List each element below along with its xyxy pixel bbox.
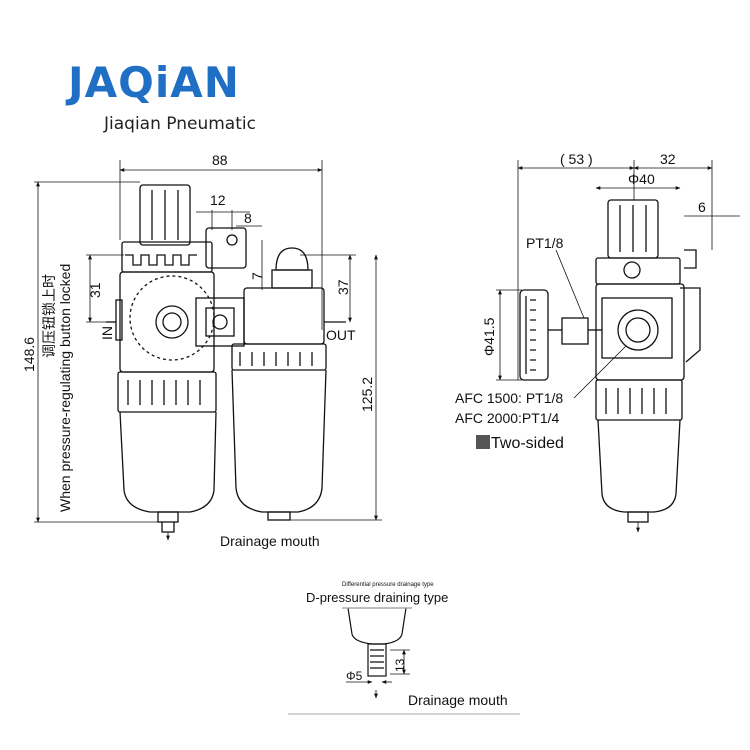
- two-sided-icon: [476, 435, 490, 449]
- dim-6: 6: [698, 199, 706, 215]
- side-note-cn: 调压钮锁上时: [41, 274, 57, 358]
- drain-label-detail: Drainage mouth: [408, 692, 508, 708]
- dim-7: 7: [249, 272, 265, 280]
- detail-title: D-pressure draining type: [306, 590, 448, 605]
- dim-phi40: Φ40: [628, 171, 655, 187]
- dim-37: 37: [335, 279, 351, 295]
- dim-8: 8: [244, 210, 252, 226]
- dim-53: ( 53 ): [560, 151, 593, 167]
- pt-label: PT1/8: [526, 235, 564, 251]
- detail-view: [288, 607, 520, 715]
- dim-31: 31: [87, 282, 103, 298]
- dim-32: 32: [660, 151, 676, 167]
- dim-phi41-5: Φ41.5: [481, 317, 497, 356]
- in-label: IN: [99, 326, 115, 340]
- side-view: [496, 160, 740, 533]
- afc2000-label: AFC 2000:PT1/4: [455, 410, 559, 426]
- afc1500-label: AFC 1500: PT1/8: [455, 390, 563, 406]
- detail-tiny-title: Differential pressure drainage type: [342, 582, 434, 588]
- out-label: OUT: [326, 327, 356, 343]
- side-note-en: When pressure-regulating button locked: [57, 264, 73, 512]
- brand-logo: JAQiAN: [68, 58, 240, 107]
- dim-125-2: 125.2: [359, 377, 375, 412]
- dim-phi5: Φ5: [346, 669, 363, 683]
- two-sided-label: Two-sided: [491, 435, 564, 452]
- drain-label-front: Drainage mouth: [220, 533, 320, 549]
- dim-88: 88: [212, 152, 228, 168]
- brand-subtitle: Jiaqian Pneumatic: [104, 114, 256, 134]
- front-view: [34, 160, 382, 541]
- dim-13: 13: [393, 658, 407, 672]
- dim-12: 12: [210, 192, 226, 208]
- dim-148-6: 148.6: [21, 337, 37, 372]
